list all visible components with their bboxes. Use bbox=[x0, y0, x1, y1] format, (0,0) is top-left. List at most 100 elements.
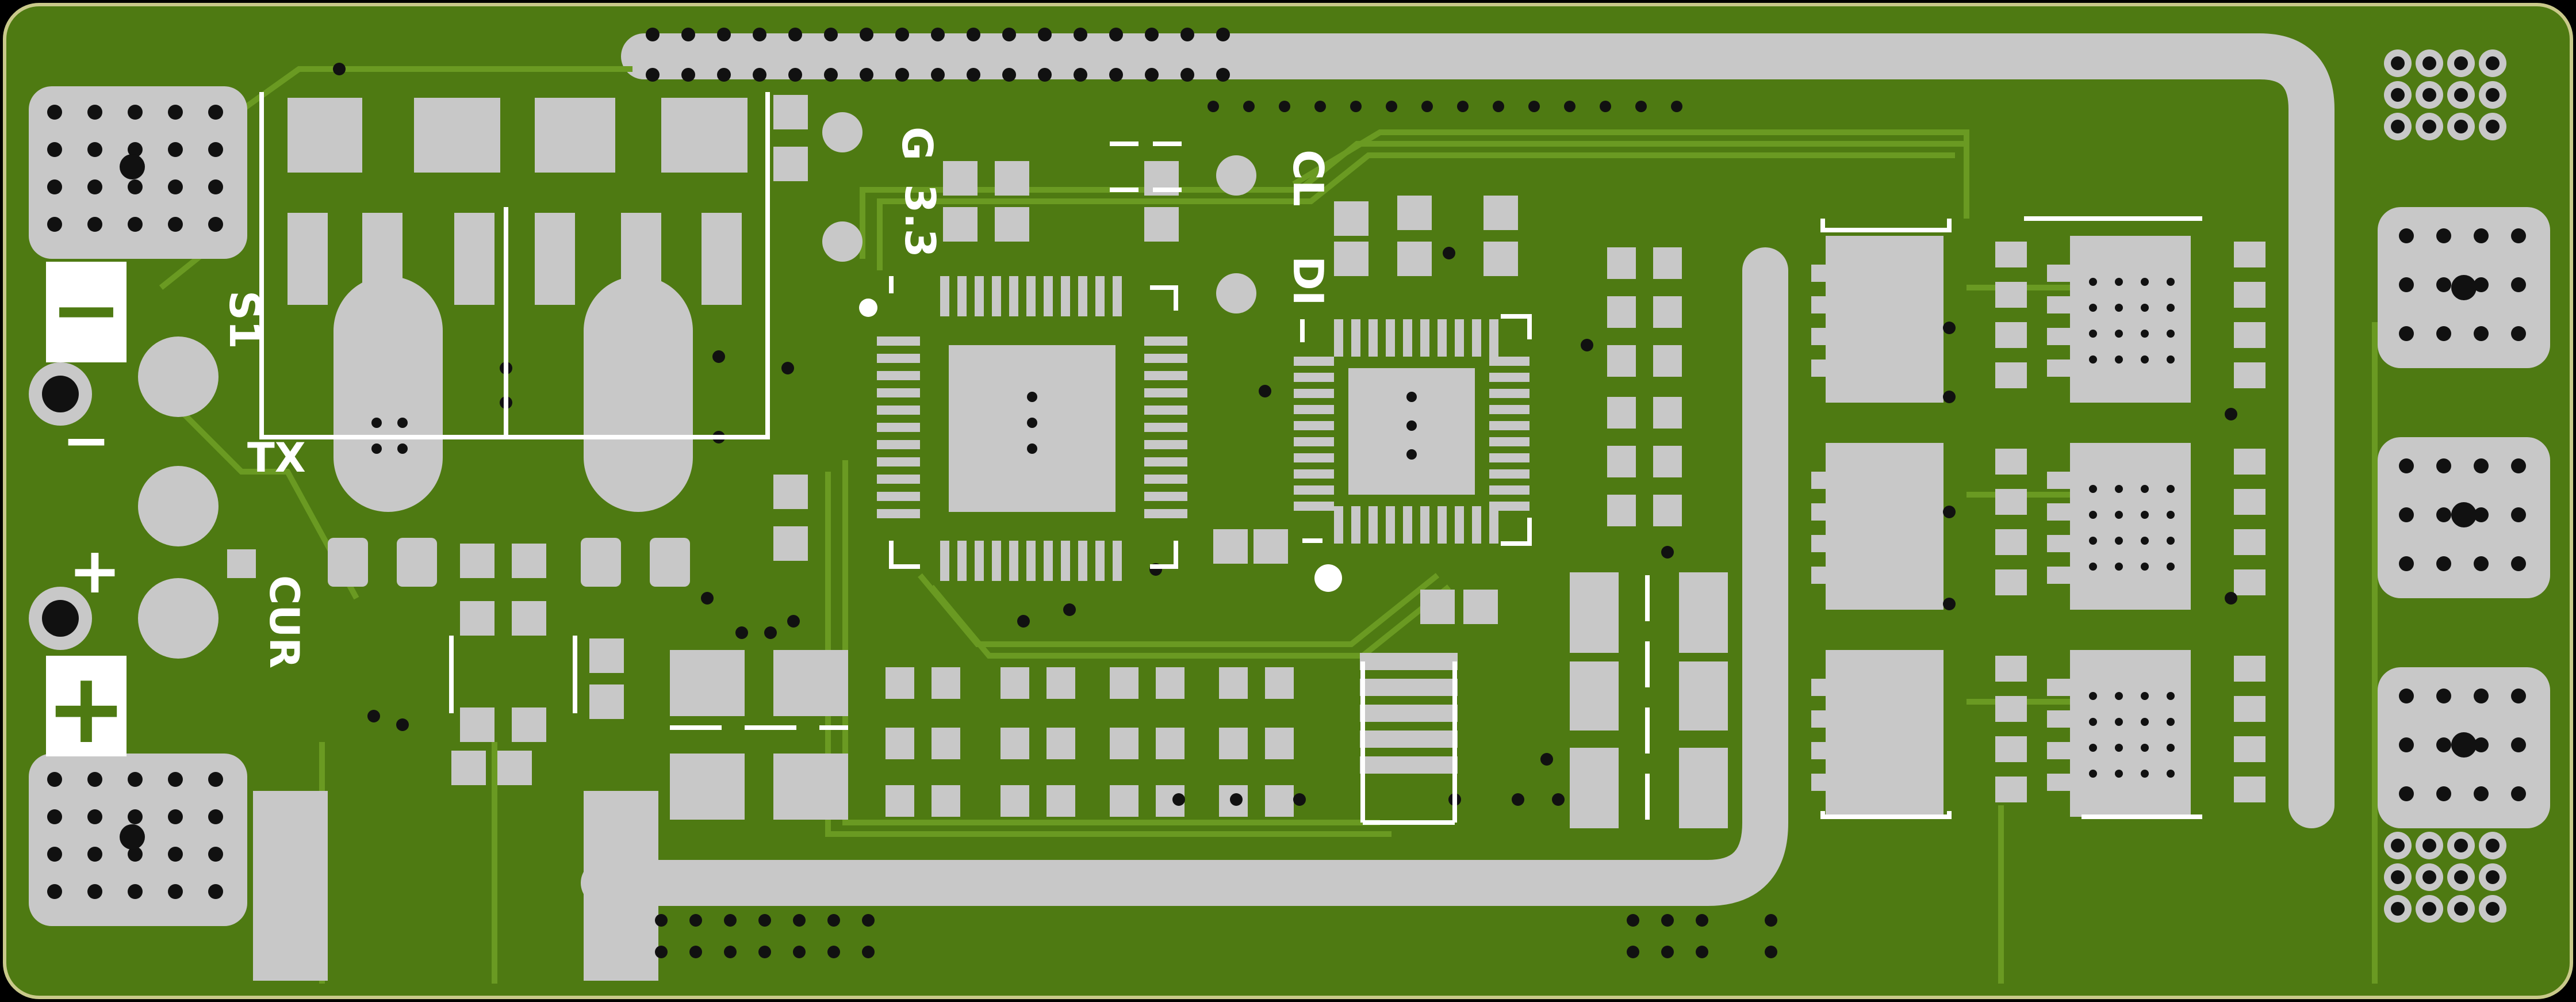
header-hole bbox=[2454, 870, 2468, 884]
pad-hole bbox=[2511, 228, 2526, 243]
pad-hole bbox=[2474, 228, 2489, 243]
via bbox=[1765, 914, 1777, 927]
via bbox=[1421, 101, 1433, 112]
via bbox=[2141, 537, 2149, 545]
header-hole bbox=[2454, 120, 2468, 133]
pad-hole bbox=[47, 217, 62, 232]
pad-hole bbox=[87, 105, 102, 120]
cur-label: CUR bbox=[260, 575, 308, 668]
via bbox=[681, 68, 695, 82]
passive-pad bbox=[1156, 667, 1184, 699]
pad-hole bbox=[2451, 275, 2477, 300]
via bbox=[735, 626, 748, 639]
pad-hole bbox=[2511, 458, 2526, 473]
passive-pad bbox=[2234, 736, 2266, 762]
passive-pad bbox=[1156, 728, 1184, 759]
conn-pad-2 bbox=[138, 466, 218, 546]
via bbox=[1696, 914, 1708, 927]
chip-pin bbox=[1144, 388, 1187, 397]
pad-hole bbox=[87, 884, 102, 899]
via bbox=[2089, 744, 2097, 752]
passive-pad bbox=[885, 785, 914, 817]
via bbox=[1002, 28, 1016, 41]
chip-pin bbox=[957, 276, 967, 316]
chip-pin bbox=[1489, 319, 1498, 357]
top-bus-trace bbox=[621, 33, 2334, 828]
via bbox=[787, 615, 800, 628]
pad-hole bbox=[2436, 786, 2451, 801]
via bbox=[788, 28, 802, 41]
chip-pin bbox=[1489, 389, 1529, 398]
via bbox=[1443, 247, 1455, 259]
via bbox=[2167, 304, 2175, 312]
pad-hole bbox=[128, 179, 143, 194]
passive-pad bbox=[1219, 667, 1248, 699]
via bbox=[1279, 101, 1290, 112]
via bbox=[2115, 278, 2123, 286]
mosfet-array bbox=[1811, 236, 2266, 817]
via bbox=[724, 946, 737, 958]
pad-hole bbox=[371, 443, 382, 454]
via bbox=[1002, 68, 1016, 82]
via bbox=[2167, 770, 2175, 778]
chip-pin bbox=[1294, 405, 1334, 414]
pad-hole bbox=[2474, 458, 2489, 473]
via bbox=[1406, 420, 1417, 431]
pad-hole bbox=[128, 847, 143, 862]
chip-pin bbox=[1489, 502, 1529, 511]
passive-pad bbox=[1046, 728, 1075, 759]
chip-pin bbox=[877, 492, 920, 501]
pad-hole bbox=[208, 142, 223, 157]
passive-pad bbox=[1995, 529, 2027, 555]
via bbox=[1528, 101, 1540, 112]
passive-pad bbox=[2234, 322, 2266, 348]
chip-pin bbox=[1294, 437, 1334, 446]
pad-hole bbox=[128, 809, 143, 824]
chip-pin bbox=[1403, 506, 1412, 544]
via bbox=[2089, 511, 2097, 519]
cl-label: CL bbox=[1284, 150, 1332, 206]
header-hole bbox=[2486, 902, 2500, 916]
pad-hole bbox=[2436, 326, 2451, 341]
pad-hole bbox=[168, 105, 183, 120]
via bbox=[1038, 68, 1052, 82]
via bbox=[333, 63, 346, 75]
mosfet-pin bbox=[2047, 567, 2070, 584]
passive-pad bbox=[1653, 345, 1682, 377]
mosfet-pin bbox=[1811, 710, 1834, 728]
chip-pin bbox=[877, 423, 920, 432]
header-hole bbox=[2391, 902, 2405, 916]
passive-pad bbox=[1110, 728, 1138, 759]
via bbox=[1671, 101, 1682, 112]
chip-pin bbox=[1078, 276, 1087, 316]
via bbox=[1564, 101, 1575, 112]
passive-pad bbox=[1046, 667, 1075, 699]
chip-pin bbox=[1455, 506, 1464, 544]
header-hole bbox=[2391, 870, 2405, 884]
passive-pad bbox=[2234, 449, 2266, 475]
chip-pin bbox=[1368, 506, 1378, 544]
pad-hole bbox=[2436, 277, 2451, 292]
via bbox=[1027, 392, 1037, 402]
passive-pad bbox=[1265, 728, 1294, 759]
pad-hole bbox=[2436, 556, 2451, 571]
passive-pad bbox=[1995, 489, 2027, 515]
chip-pin bbox=[1113, 541, 1122, 581]
pad-holes bbox=[47, 105, 2526, 899]
chip-pin bbox=[1144, 406, 1187, 415]
passive-pad bbox=[1995, 282, 2027, 308]
via bbox=[1540, 753, 1553, 766]
chip-pin bbox=[1455, 319, 1464, 357]
chip-pin bbox=[1438, 319, 1447, 357]
chip-pin bbox=[992, 541, 1001, 581]
plus-sign-label: + bbox=[68, 534, 121, 607]
via bbox=[2141, 304, 2149, 312]
via bbox=[2115, 485, 2123, 493]
mosfet-pin bbox=[1811, 328, 1834, 345]
via bbox=[2141, 563, 2149, 571]
conn-pad-1 bbox=[138, 336, 218, 417]
via bbox=[724, 914, 737, 927]
chip-pin bbox=[957, 541, 967, 581]
chip-pin bbox=[1144, 492, 1187, 501]
via bbox=[646, 28, 660, 41]
